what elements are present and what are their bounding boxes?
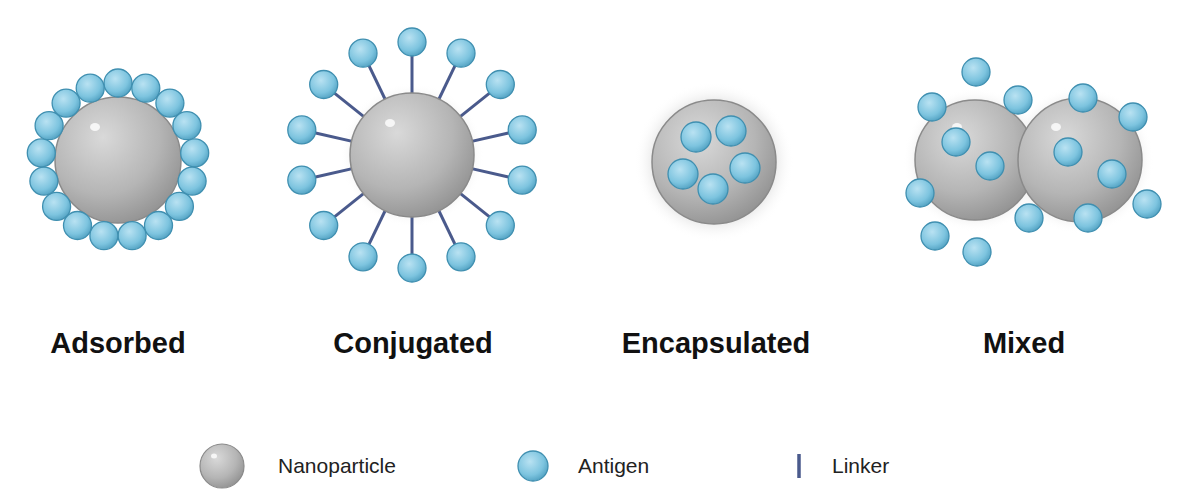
- antigen: [447, 243, 475, 271]
- antigen: [181, 139, 209, 167]
- antigen: [52, 89, 80, 117]
- antigen: [508, 166, 536, 194]
- mixed-particles: [903, 58, 1161, 266]
- legend-text: Linker: [832, 454, 889, 478]
- method-label: Encapsulated: [622, 327, 811, 360]
- antigen: [447, 39, 475, 67]
- antigen: [173, 112, 201, 140]
- antigen: [27, 139, 55, 167]
- antigen: [486, 212, 514, 240]
- method-label: Mixed: [983, 327, 1065, 360]
- antigen: [35, 112, 63, 140]
- antigen: [288, 166, 316, 194]
- antigen: [132, 74, 160, 102]
- antigen: [486, 71, 514, 99]
- method-label: Conjugated: [333, 327, 493, 360]
- method-label: Adsorbed: [50, 327, 185, 360]
- antigen: [145, 212, 173, 240]
- antigen: [508, 116, 536, 144]
- antigen: [349, 243, 377, 271]
- antigen: [104, 69, 132, 97]
- conjugated-particle: [288, 28, 536, 282]
- legend-text: Antigen: [578, 454, 649, 478]
- antigen: [90, 222, 118, 250]
- antigen: [398, 28, 426, 56]
- nanoparticle: [350, 93, 474, 217]
- antigen: [398, 254, 426, 282]
- encapsulated-particle: [634, 82, 794, 242]
- antigen: [178, 167, 206, 195]
- antigen: [43, 192, 71, 220]
- antigen: [118, 222, 146, 250]
- adsorbed-particle: [27, 69, 208, 250]
- legend-icons: [200, 444, 799, 488]
- antigen: [349, 39, 377, 67]
- antigen: [288, 116, 316, 144]
- antigen: [310, 71, 338, 99]
- antigen: [76, 74, 104, 102]
- antigen: [156, 89, 184, 117]
- antigen: [310, 212, 338, 240]
- antigen: [30, 167, 58, 195]
- legend-text: Nanoparticle: [278, 454, 396, 478]
